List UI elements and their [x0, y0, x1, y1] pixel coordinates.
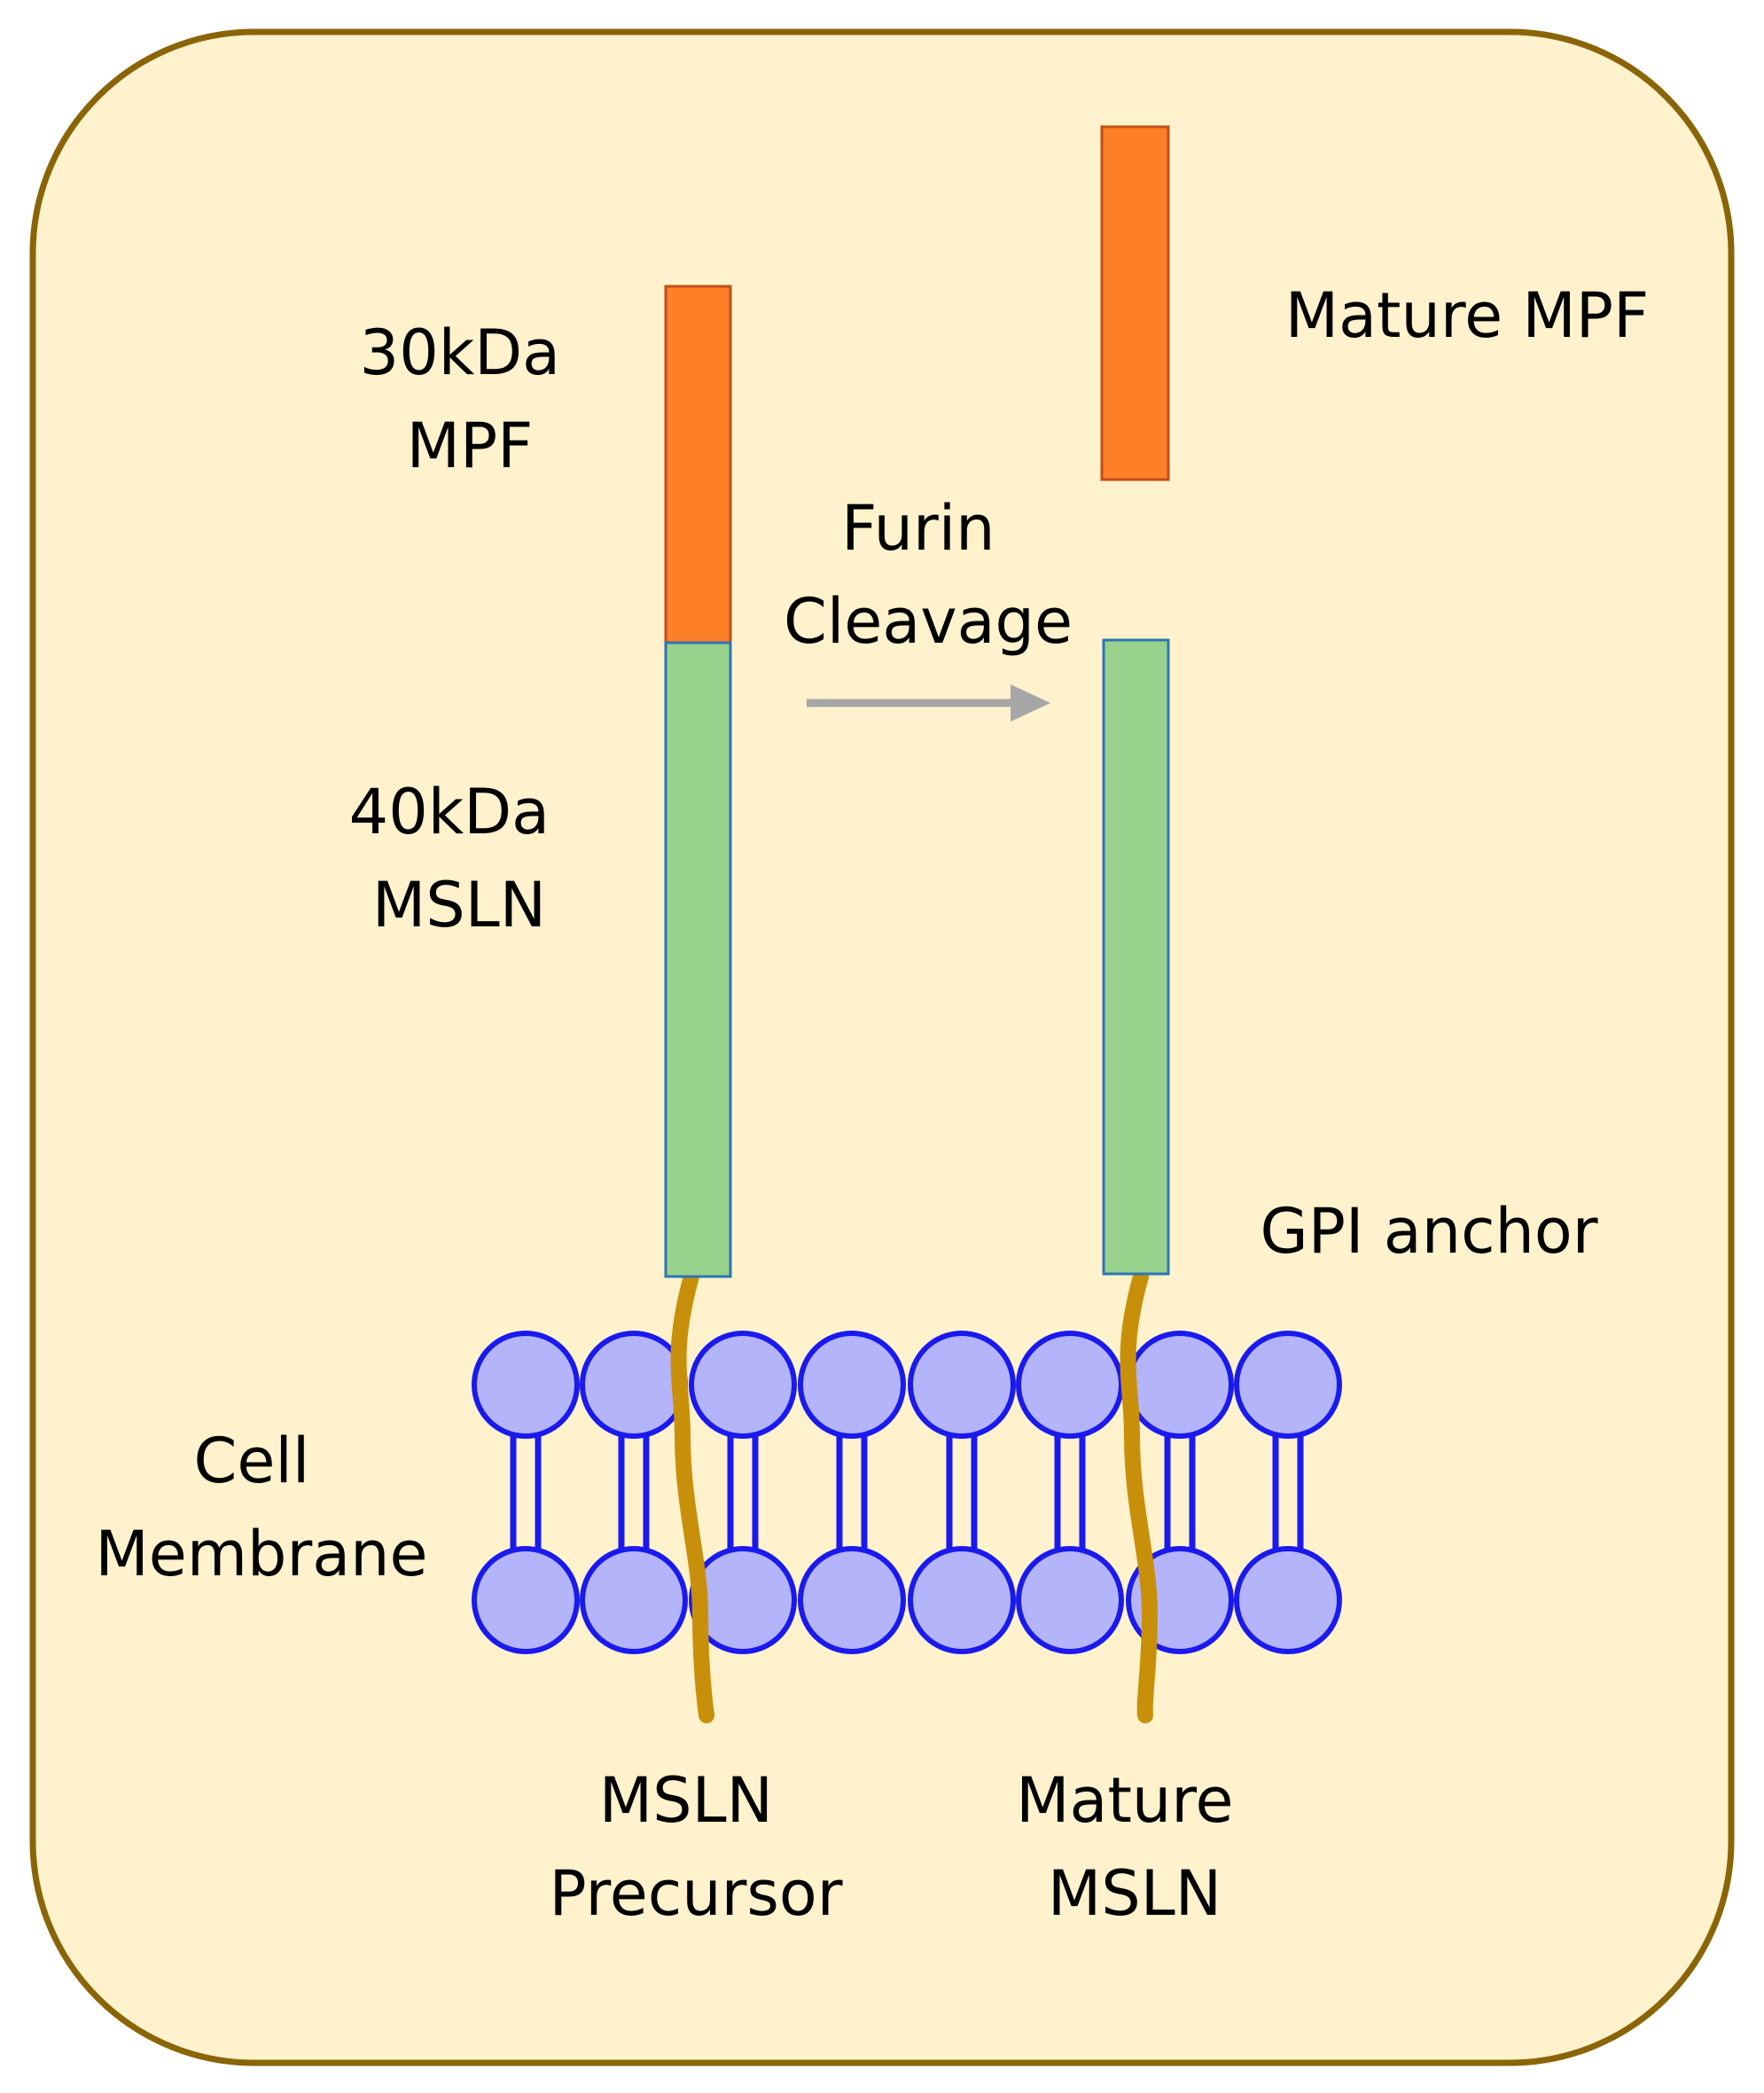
phospholipid-head-inner: [689, 1546, 797, 1654]
msln-domain-mature: [1102, 638, 1170, 1276]
phospholipid-head-outer: [689, 1331, 797, 1439]
label-mature-msln: Mature MSLN: [1016, 1764, 1253, 1930]
phospholipid-head-outer: [798, 1331, 906, 1439]
lipid-tails: [510, 1433, 1304, 1552]
label-msln-precursor: MSLN Precursor: [550, 1764, 843, 1930]
phospholipid-head-outer: [1126, 1331, 1234, 1439]
label-30kda-mpf: 30kDa MPF: [360, 316, 581, 482]
mature-mpf-fragment: [1100, 125, 1170, 481]
phospholipid-head-outer: [908, 1331, 1016, 1439]
phospholipid-head-inner: [1016, 1546, 1124, 1654]
gpi-anchor-mature: [1120, 1269, 1159, 1723]
phospholipid-head-outer: [580, 1331, 688, 1439]
cell-membrane-bilayer: [472, 1331, 1342, 1654]
phospholipid-head-inner: [798, 1546, 906, 1654]
phospholipid-head-outer: [1016, 1331, 1124, 1439]
label-mature-mpf: Mature MPF: [1285, 279, 1650, 352]
label-cell-membrane: Cell Membrane: [95, 1425, 427, 1590]
mpf-domain-precursor: [664, 285, 732, 644]
phospholipid-head-inner: [580, 1546, 688, 1654]
label-gpi-anchor: GPI anchor: [1260, 1195, 1597, 1268]
msln-domain-precursor: [664, 641, 732, 1278]
phospholipid-head-inner: [1234, 1546, 1342, 1654]
phospholipid-head-outer: [472, 1331, 580, 1439]
label-40kda-msln: 40kDa MSLN: [349, 776, 570, 941]
phospholipid-head-outer: [1234, 1331, 1342, 1439]
right-arrow-icon: [807, 684, 1050, 722]
gpi-anchor-precursor: [670, 1269, 714, 1723]
phospholipid-head-inner: [908, 1546, 1016, 1654]
phospholipid-head-inner: [472, 1546, 580, 1654]
label-furin-cleavage: Furin Cleavage: [784, 492, 1073, 658]
